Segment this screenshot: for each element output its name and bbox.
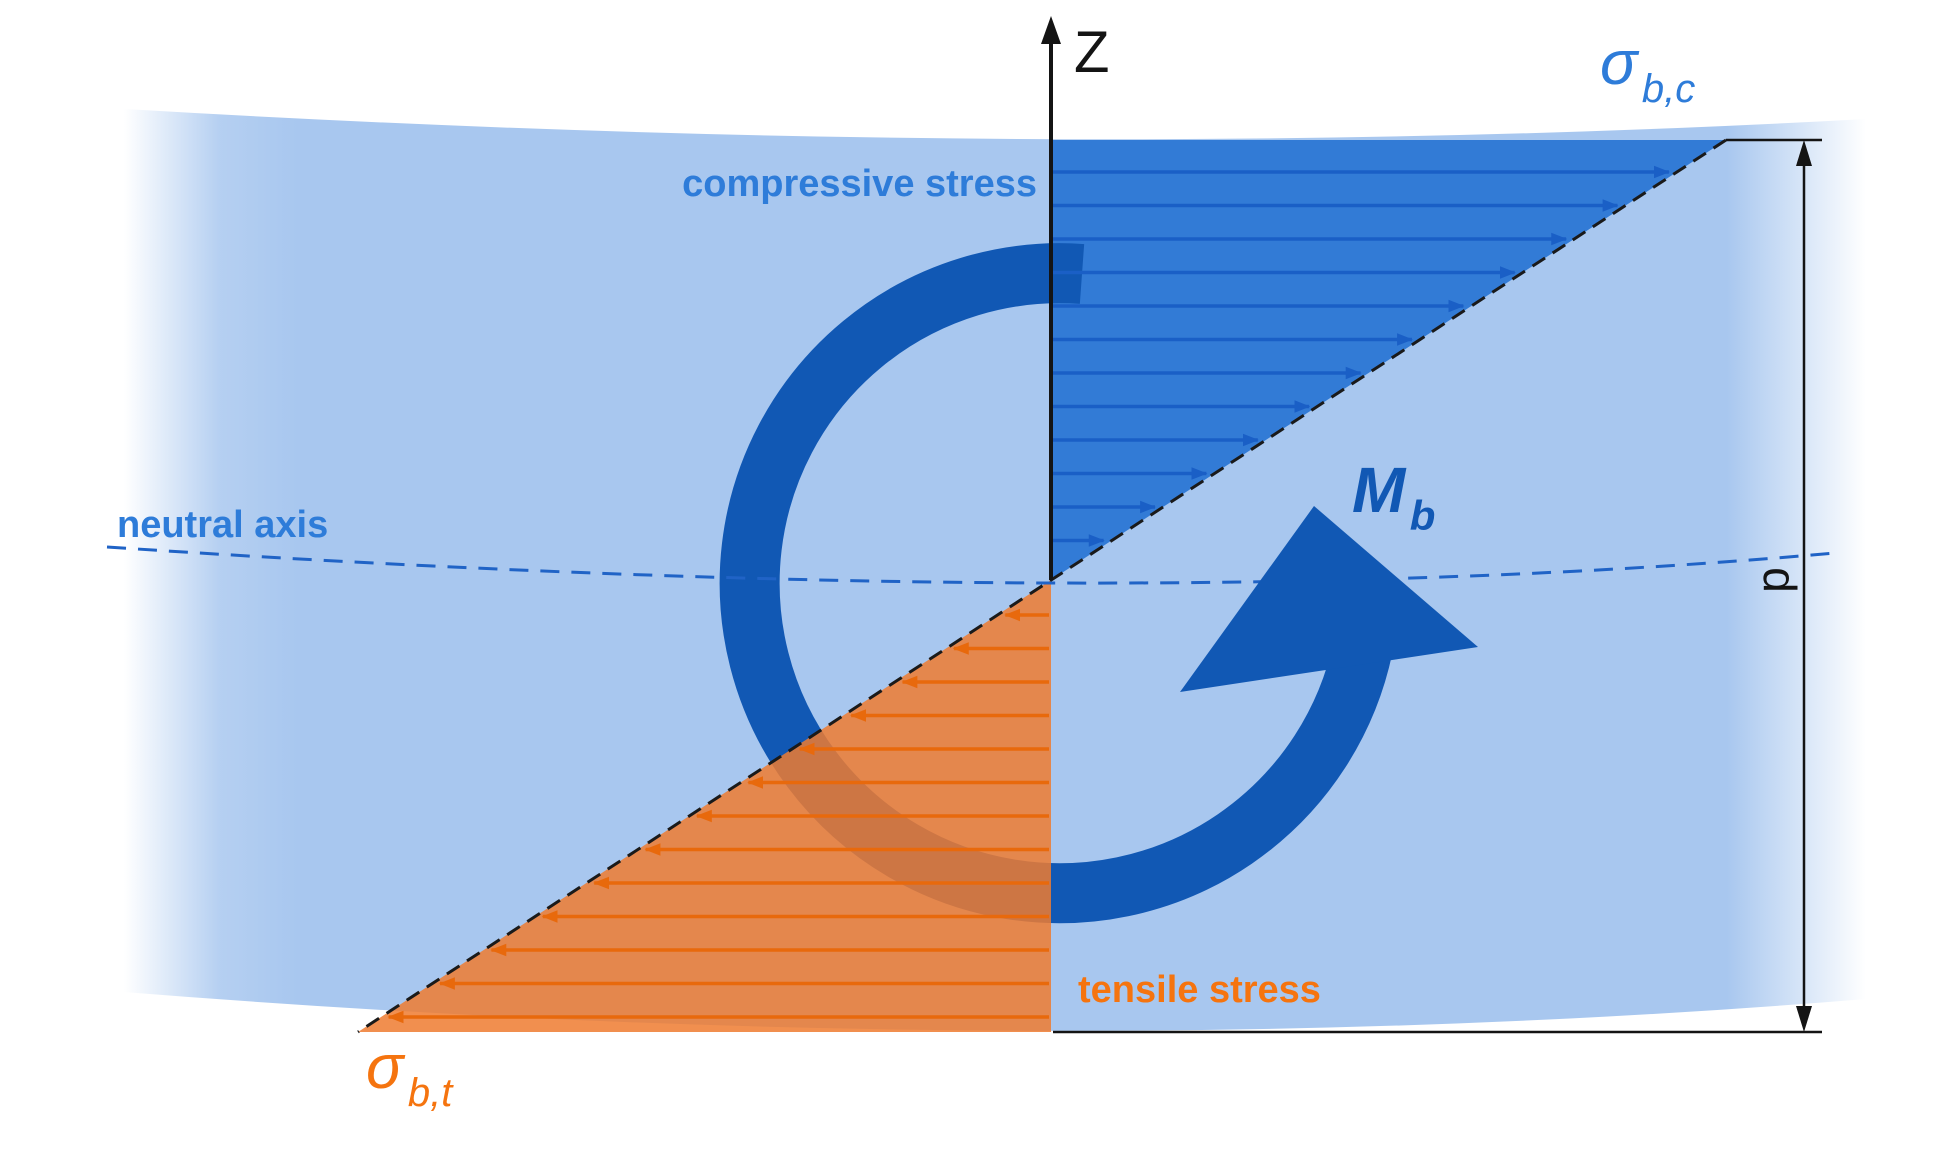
depth-dimension-bottom-arrowhead-icon — [1796, 1006, 1812, 1032]
bending-moment-label: M b — [1352, 454, 1435, 539]
beam-body — [124, 109, 1866, 1031]
sigma-tensile-symbol: σ — [366, 1033, 406, 1102]
bending-moment-subscript: b — [1410, 492, 1436, 539]
sigma-tensile-subscript: b,t — [408, 1071, 454, 1115]
sigma-compressive-subscript: b,c — [1642, 67, 1695, 111]
stress-distribution-dashed-line — [357, 138, 1727, 1034]
depth-dimension-label: d — [1754, 567, 1806, 593]
bending-moment-arrowhead — [1180, 506, 1478, 692]
tensile-stress-label: tensile stress — [1078, 969, 1321, 1011]
tensile-stress-arrows — [387, 608, 1049, 1024]
bending-moment-symbol: M — [1352, 454, 1407, 526]
sigma-tensile-label: σ b,t — [366, 1033, 454, 1115]
sigma-compressive-label: σ b,c — [1600, 29, 1695, 111]
z-axis-arrowhead-icon — [1041, 16, 1061, 44]
compressive-stress-label: compressive stress — [682, 163, 1037, 205]
compressive-stress-arrows — [1053, 165, 1671, 547]
neutral-axis-label: neutral axis — [117, 504, 328, 546]
sigma-compressive-symbol: σ — [1600, 29, 1640, 98]
z-axis-label: Z — [1074, 20, 1109, 85]
depth-dimension-top-arrowhead-icon — [1796, 140, 1812, 166]
neutral-axis-line — [106, 545, 1836, 585]
